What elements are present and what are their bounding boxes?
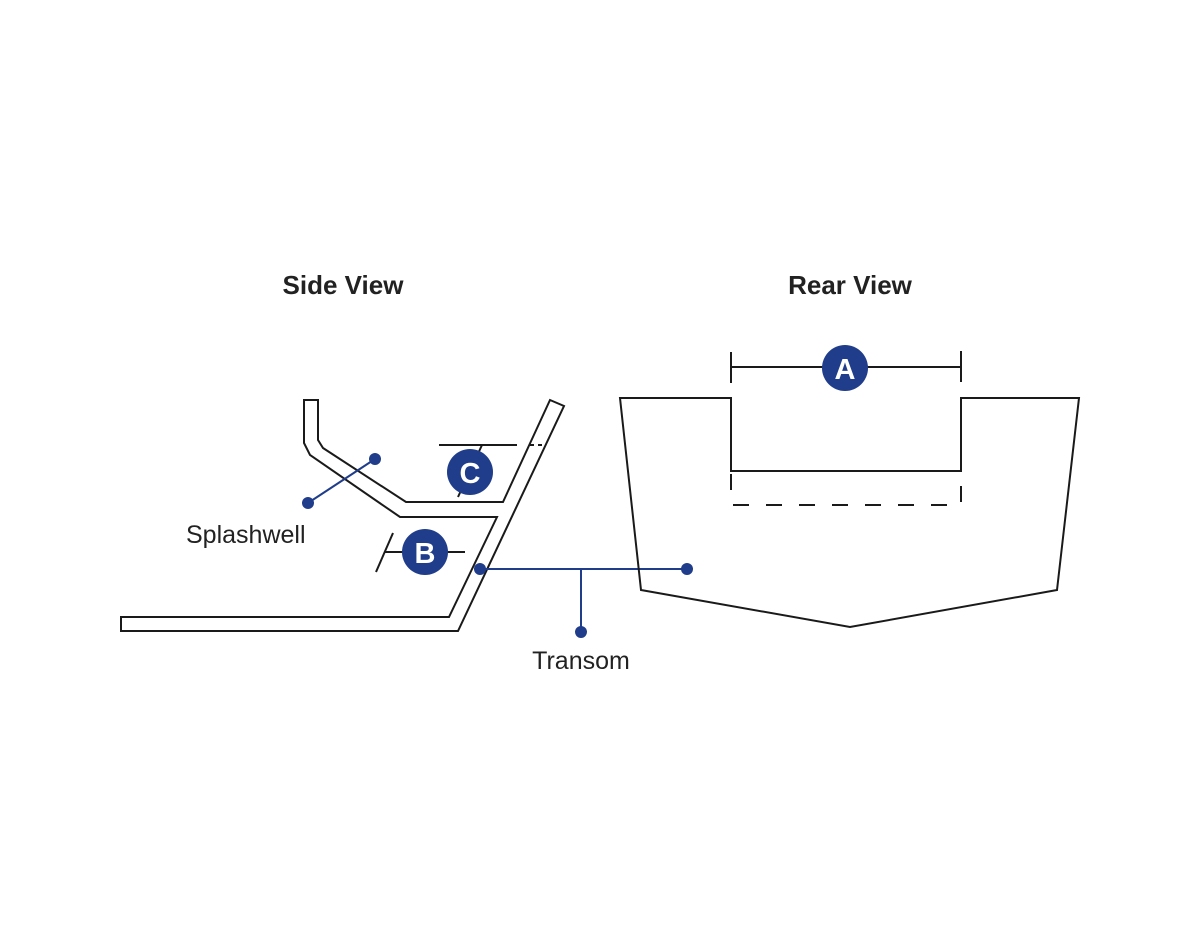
rear-hull-outline: [618, 397, 1081, 629]
marker-b-label: B: [415, 538, 436, 570]
notch-extension-dashed: [730, 474, 962, 506]
transom-leader: [474, 563, 693, 638]
splashwell-label: Splashwell: [186, 521, 306, 549]
marker-a-label: A: [835, 354, 856, 386]
rear-view: A: [618, 345, 1081, 629]
marker-a-circle: [822, 345, 868, 391]
dimension-a: A: [730, 345, 962, 391]
side-view: C B Splashwell Transom: [120, 398, 693, 675]
rear-view-title: Rear View: [788, 270, 913, 300]
transom-label: Transom: [532, 647, 630, 675]
side-hull-outline: [120, 398, 566, 632]
marker-c-label: C: [460, 458, 481, 490]
splashwell-leader: [302, 453, 381, 509]
marker-c-circle: [447, 449, 493, 495]
side-view-title: Side View: [283, 270, 405, 300]
dimension-b: B: [375, 529, 465, 575]
marker-b-circle: [402, 529, 448, 575]
dimension-c: C: [439, 444, 546, 498]
